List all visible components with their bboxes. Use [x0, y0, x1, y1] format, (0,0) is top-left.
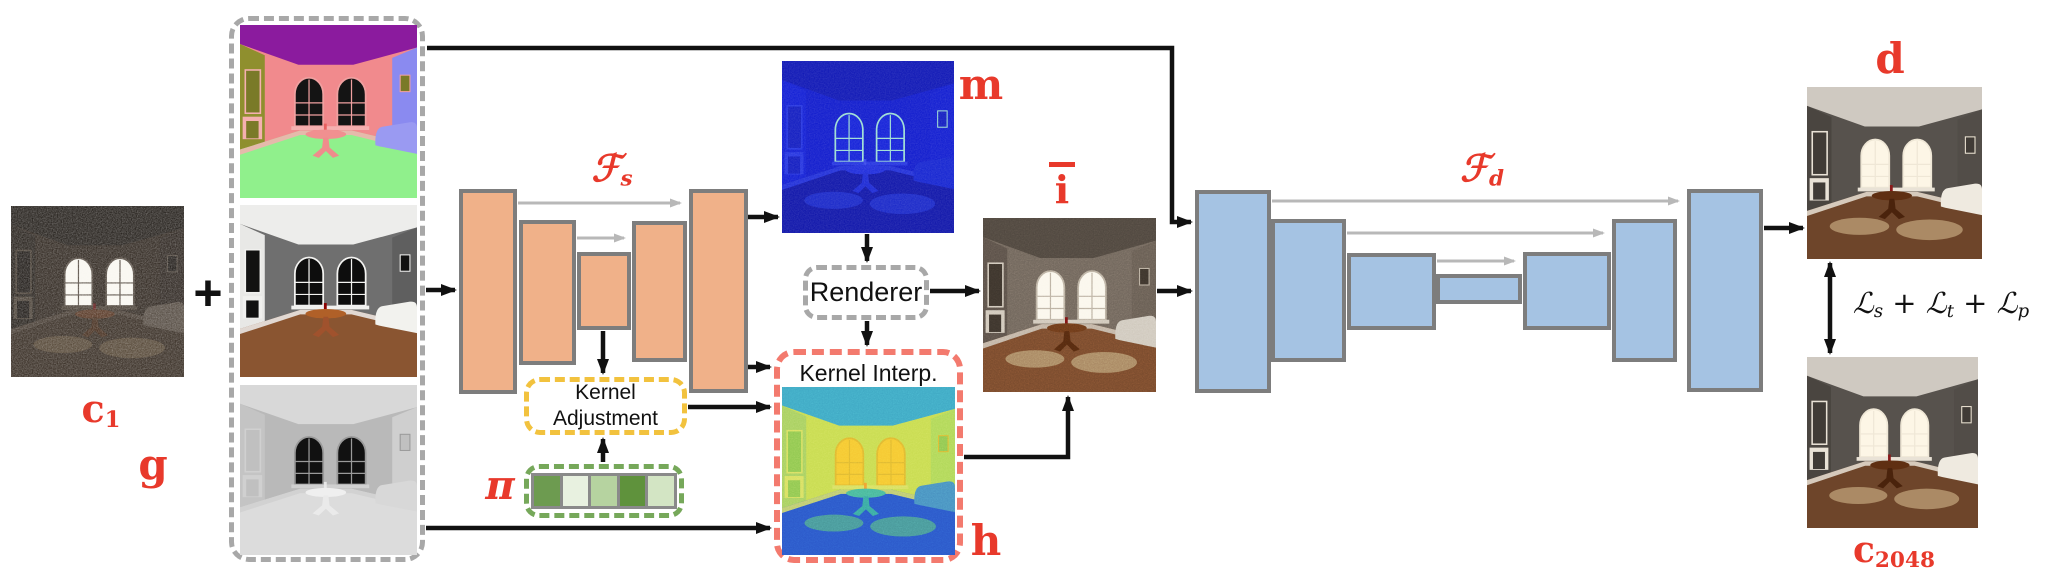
label-ibar: i [1040, 162, 1084, 209]
noisy-input-image-c1 [11, 206, 184, 377]
kernel-adjustment-line2: Adjustment [552, 407, 659, 430]
fd-decoder-block-3 [1523, 252, 1611, 330]
fd-encoder-block-3 [1347, 253, 1436, 330]
pi-cell [645, 476, 674, 506]
fs-decoder-block-2 [632, 221, 687, 362]
fs-decoder-block-1 [689, 189, 748, 393]
renderer-label: Renderer [809, 277, 923, 307]
fd-bottleneck-block [1436, 274, 1522, 304]
reference-image-c2048 [1807, 357, 1978, 528]
fs-bottleneck-block [577, 252, 631, 330]
gbuffer-normal-map-image [240, 25, 417, 198]
fd-decoder-block-2 [1612, 219, 1677, 362]
fd-encoder-block-2 [1271, 219, 1346, 362]
label-h: h [970, 516, 1002, 565]
fd-decoder-block-1 [1687, 189, 1763, 392]
pi-vector [531, 473, 677, 509]
fd-encoder-block-1 [1195, 190, 1271, 393]
arrow-gbuffer-to-denoiser-top [427, 45, 1193, 228]
kernel-heatmap-image-h [782, 387, 955, 555]
kernel-adjustment-box: Kernel Adjustment [524, 377, 687, 435]
arrow-kernel-interp-to-ibar [964, 395, 1074, 460]
label-fd: ℱd [1459, 146, 1505, 192]
label-g: g [138, 440, 168, 489]
i-letter: i [1054, 167, 1070, 212]
pi-parameter-box [524, 464, 684, 518]
renderer-box: Renderer [803, 265, 929, 320]
fs-encoder-block-2 [519, 220, 576, 365]
intermediate-image-ibar [983, 218, 1156, 392]
label-c1: c1 [81, 386, 121, 434]
kernel-interp-box: Kernel Interp. [774, 349, 963, 563]
label-m: m [958, 60, 1004, 109]
pi-cell [559, 476, 589, 506]
label-pi: π [485, 462, 515, 509]
kernel-interp-title: Kernel Interp. [799, 360, 938, 386]
i-overline [1049, 162, 1075, 167]
kernel-adjustment-line1: Kernel [575, 380, 636, 404]
loss-equation: ℒs + ℒt + ℒp [1852, 286, 2030, 322]
denoised-output-image-d [1807, 87, 1982, 259]
gbuffer-albedo-image [240, 205, 417, 377]
fs-encoder-block-1 [459, 189, 517, 394]
pi-cell [588, 476, 617, 506]
plus-operator: + [193, 265, 223, 321]
gbuffer-depth-image [240, 385, 417, 555]
pi-cell [616, 476, 646, 506]
label-c2048: c2048 [1852, 529, 1936, 573]
sample-map-image-m [782, 61, 954, 233]
pi-cell [534, 476, 560, 506]
label-d: d [1875, 34, 1905, 83]
label-fs: ℱs [591, 146, 633, 192]
